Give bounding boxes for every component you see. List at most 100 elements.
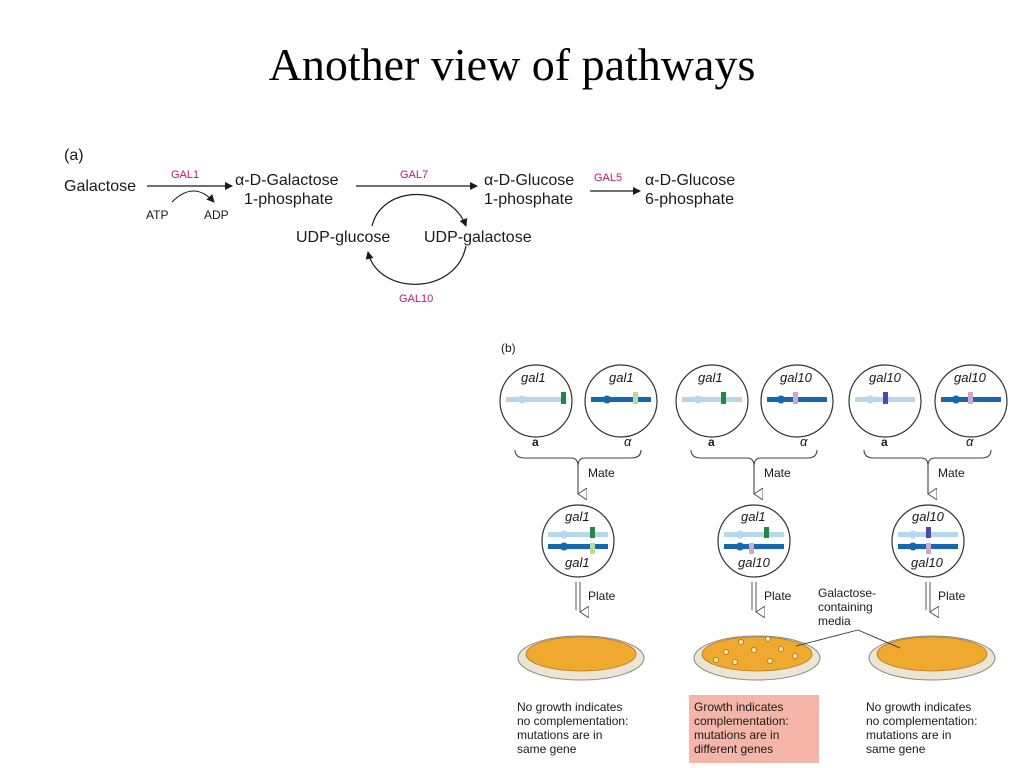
- chromosome-dark: [591, 397, 651, 402]
- gal7-enzyme-label: GAL7: [400, 169, 428, 181]
- result-line: Growth indicates: [694, 700, 783, 714]
- colony: [732, 659, 738, 665]
- atp-adp-arrow: [171, 190, 215, 203]
- udp-galactose-label: UDP-galactose: [424, 229, 532, 246]
- result-line: mutations are in: [517, 728, 602, 742]
- cross-2: gal1 a gal10 α Mate gal1 gal10: [675, 364, 834, 763]
- haploid-gene-label: gal1: [698, 370, 723, 385]
- colony: [738, 639, 744, 645]
- galactose-1-phosphate-line2: 1-phosphate: [244, 191, 333, 208]
- glucose-1-phosphate-line2: 1-phosphate: [484, 191, 573, 208]
- mating-type-a: a: [532, 435, 539, 449]
- diploid-cell: [717, 504, 791, 578]
- result-line: same gene: [866, 742, 926, 756]
- galactose-label: Galactose: [64, 178, 136, 195]
- panel-a-label: (a): [64, 147, 84, 164]
- haploid-gene-label: gal10: [869, 370, 902, 385]
- mutation-gal1: [633, 392, 638, 404]
- plate-label: Plate: [764, 589, 792, 603]
- gal5-enzyme-label: GAL5: [594, 172, 622, 184]
- plate-label: Plate: [938, 589, 966, 603]
- cross-1: gal1 a gal1 α Mate gal1 gal1: [499, 364, 658, 756]
- centromere-light: [736, 530, 744, 539]
- gal10-enzyme-label: GAL10: [399, 293, 433, 305]
- mutation-gal1: [590, 543, 595, 554]
- diploid-gene-bottom: gal10: [911, 555, 944, 570]
- media-leader-right: [857, 629, 901, 649]
- petri-dish-media: [876, 636, 988, 672]
- result-line: different genes: [694, 742, 773, 756]
- diploid-cell: [541, 504, 615, 578]
- mating-type-alpha: α: [966, 434, 974, 449]
- centromere-dark: [603, 395, 611, 404]
- mate-bracket: [514, 449, 642, 467]
- chromosome-light: [682, 397, 742, 402]
- galactose-1-phosphate-line1: α-D-Galactose: [235, 172, 339, 189]
- colony: [765, 636, 771, 642]
- panel-a-pathway: (a) Galactose GAL1 ATP ADP α-D-Galactose…: [64, 147, 735, 305]
- mutation-gal10: [793, 392, 798, 404]
- mutation-gal10: [883, 392, 888, 404]
- chromosome-dark: [548, 544, 608, 549]
- media-label-line2: containing: [818, 600, 873, 614]
- panel-b-label: (b): [501, 341, 516, 355]
- cross-3: gal10 a gal10 α Mate gal10 gal10: [848, 364, 1008, 756]
- diploid-gene-bottom: gal10: [738, 555, 771, 570]
- haploid-gene-label: gal10: [954, 370, 987, 385]
- glucose-6-phosphate-line2: 6-phosphate: [645, 191, 734, 208]
- yeast-colonies: [713, 636, 798, 665]
- petri-dish-media: [525, 636, 637, 672]
- mate-label: Mate: [588, 466, 615, 480]
- plate-label: Plate: [588, 589, 616, 603]
- diploid-gene-top: gal10: [912, 509, 945, 524]
- colony: [778, 646, 784, 652]
- centromere-light: [909, 530, 917, 539]
- slide-title: Another view of pathways: [268, 39, 756, 90]
- chromosome-light: [506, 397, 566, 402]
- atp-label: ATP: [146, 208, 168, 222]
- haploid-gene-label: gal10: [780, 370, 813, 385]
- adp-label: ADP: [204, 208, 229, 222]
- haploid-gene-label: gal1: [609, 370, 634, 385]
- result-line: same gene: [517, 742, 577, 756]
- colony: [723, 649, 729, 655]
- mating-type-a: a: [708, 435, 715, 449]
- diploid-gene-top: gal1: [565, 509, 590, 524]
- result-line: no complementation:: [866, 714, 977, 728]
- colony: [751, 647, 757, 653]
- centromere-light: [560, 530, 568, 539]
- media-label-line3: media: [818, 614, 851, 628]
- centromere-dark: [560, 542, 568, 551]
- mate-bracket: [863, 449, 992, 467]
- result-line: no complementation:: [517, 714, 628, 728]
- gal1-enzyme-label: GAL1: [171, 169, 199, 181]
- media-label-line1: Galactose-: [818, 586, 876, 600]
- centromere-light: [866, 395, 874, 404]
- colony: [792, 653, 798, 659]
- mutation-gal10: [749, 543, 754, 554]
- diploid-gene-bottom: gal1: [565, 555, 590, 570]
- petri-dish-media: [701, 636, 813, 672]
- centromere-dark: [909, 542, 917, 551]
- media-callout: Galactose- containing media: [795, 586, 901, 649]
- chromosome-light: [724, 532, 784, 537]
- mate-label: Mate: [764, 466, 791, 480]
- haploid-gene-label: gal1: [521, 370, 546, 385]
- mutation-gal1: [721, 392, 726, 404]
- mutation-gal10: [926, 543, 931, 554]
- centromere-dark: [736, 542, 744, 551]
- diploid-gene-top: gal1: [741, 509, 766, 524]
- centromere-light: [694, 395, 702, 404]
- result-text: No growth indicates no complementation: …: [517, 700, 628, 756]
- centromere-light: [518, 395, 526, 404]
- mating-type-alpha: α: [800, 434, 808, 449]
- result-line: mutations are in: [866, 728, 951, 742]
- chromosome-light: [548, 532, 608, 537]
- media-leader-left: [795, 629, 859, 647]
- udp-cycle-top-arrow: [371, 194, 468, 227]
- centromere-dark: [952, 395, 960, 404]
- mutation-gal1: [590, 527, 595, 538]
- mate-bracket: [690, 449, 818, 467]
- colony: [713, 657, 719, 663]
